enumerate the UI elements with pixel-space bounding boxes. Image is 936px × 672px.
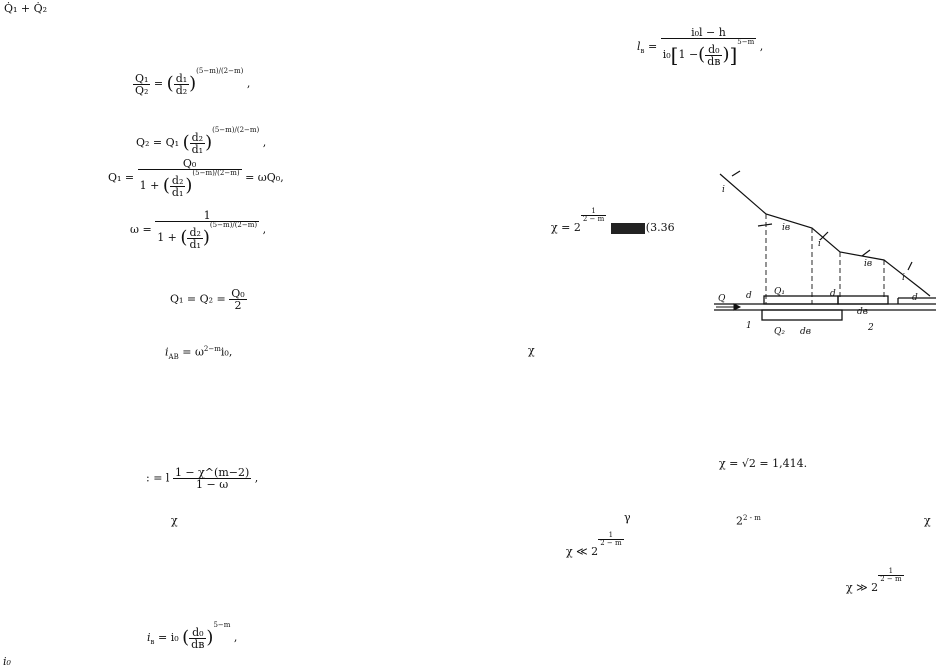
- label-2: 2: [867, 323, 874, 333]
- equation-bottom-i0: i₀: [3, 655, 11, 668]
- label-Q2: Q₂: [774, 327, 785, 337]
- label-i-mid: i: [818, 239, 821, 249]
- label-d-mid: d: [830, 289, 836, 299]
- fragment-gamma: γ: [624, 511, 631, 524]
- pipeline-profile-figure: i iв i iв i Q d Q₁ d d 1 Q₂ dв 2 dв: [714, 170, 936, 337]
- label-Q: Q: [718, 294, 726, 304]
- equation-length: : = l 1 − χ^(m−2)1 − ω ,: [146, 466, 259, 491]
- label-i-top: i: [722, 185, 725, 195]
- label-d-b-right: dв: [857, 307, 868, 317]
- label-d-left: d: [746, 291, 752, 301]
- equation-i-ab: iAB = ω2−mi₀,: [165, 345, 233, 361]
- chi-symbol-mid: χ: [528, 344, 535, 357]
- label-Q1: Q₁: [774, 287, 785, 297]
- loop-pipe-lower: [761, 309, 843, 321]
- loop-pipe-right: [837, 295, 889, 305]
- label-d-right: d: [912, 293, 918, 303]
- label-i-b2: iв: [864, 259, 872, 269]
- fragment-power: 22 - m: [736, 514, 761, 528]
- label-d-b: dв: [800, 327, 811, 337]
- label-i-b1: iв: [782, 223, 790, 233]
- label-i-right: i: [902, 273, 905, 283]
- loop-pipe-upper: [763, 295, 839, 305]
- equation-q-sum: Q̇₁ + Q̇₂: [4, 2, 48, 15]
- label-1: 1: [746, 321, 752, 331]
- fragment-chi-right: χ: [924, 514, 931, 527]
- equation-sqrt-two: χ = √2 = 1,414.: [719, 457, 808, 470]
- smudged-text: [610, 222, 645, 234]
- chi-symbol-left: χ: [171, 514, 178, 527]
